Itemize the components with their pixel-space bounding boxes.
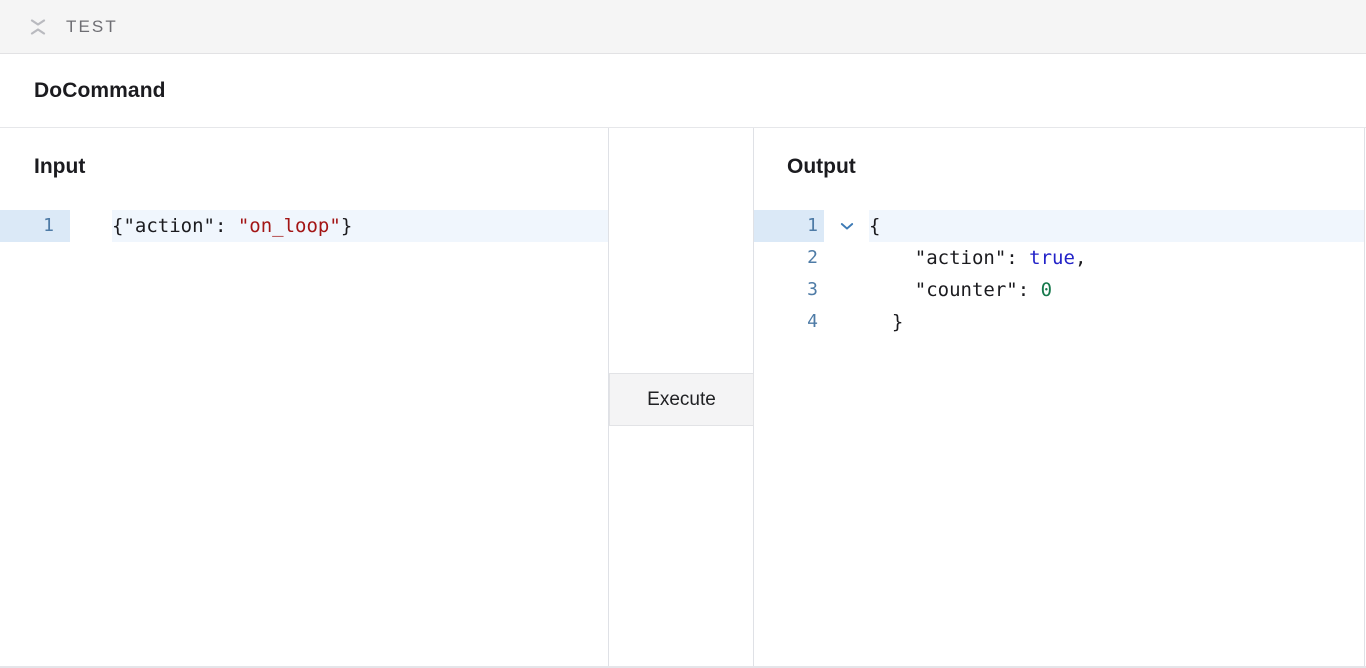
fold-spacer xyxy=(824,242,869,274)
page-title: DoCommand xyxy=(34,78,166,102)
code-line[interactable]: 1 {"action": "on_loop"} xyxy=(0,210,608,242)
code-text: "counter": 0 xyxy=(869,274,1364,306)
token-punc: , xyxy=(1074,247,1087,269)
token-punc: : xyxy=(1006,247,1030,269)
code-text: { xyxy=(869,210,1364,242)
code-line[interactable]: 3 "counter": 0 xyxy=(754,274,1364,306)
token-num: 0 xyxy=(1040,279,1053,301)
chevron-down-icon[interactable] xyxy=(840,222,854,231)
output-panel: Output 1{2 "action": true,3 "counter": 0… xyxy=(754,128,1365,668)
token-punc: { xyxy=(112,215,124,237)
code-text: } xyxy=(869,306,1364,338)
execute-button[interactable]: Execute xyxy=(609,373,754,426)
fold-spacer xyxy=(70,210,112,242)
actions-column: Execute xyxy=(609,128,754,668)
command-title-bar: DoCommand xyxy=(0,54,1366,128)
line-number: 1 xyxy=(754,210,824,242)
line-number: 4 xyxy=(807,311,818,332)
collapse-chevrons-icon[interactable] xyxy=(27,15,49,39)
code-line[interactable]: 4 } xyxy=(754,306,1364,338)
token-key: "counter" xyxy=(914,279,1018,301)
token-key: "action" xyxy=(123,215,215,237)
token-punc: } xyxy=(869,311,904,333)
token-key: "action" xyxy=(914,247,1007,269)
input-code-editor[interactable]: 1 {"action": "on_loop"} xyxy=(0,210,608,242)
token-punc: : xyxy=(1017,279,1041,301)
token-punc xyxy=(869,279,915,301)
line-number: 3 xyxy=(807,279,818,300)
code-line[interactable]: 2 "action": true, xyxy=(754,242,1364,274)
bottom-divider xyxy=(0,666,1366,668)
token-bool: true xyxy=(1029,247,1075,269)
fold-spacer xyxy=(824,274,869,306)
line-number: 1 xyxy=(0,210,70,242)
input-heading: Input xyxy=(34,155,86,178)
code-text: {"action": "on_loop"} xyxy=(112,210,608,242)
line-number: 2 xyxy=(807,247,818,268)
token-punc: } xyxy=(340,215,353,237)
output-heading: Output xyxy=(787,155,856,178)
input-panel: Input 1 {"action": "on_loop"} xyxy=(0,128,609,668)
token-punc: { xyxy=(869,215,881,237)
token-punc: : xyxy=(214,215,238,237)
test-header-bar: TEST xyxy=(0,0,1366,54)
token-punc xyxy=(869,247,915,269)
fold-spacer xyxy=(824,306,869,338)
code-text: "action": true, xyxy=(869,242,1364,274)
code-line[interactable]: 1{ xyxy=(754,210,1364,242)
test-label: TEST xyxy=(66,17,118,36)
panels-container: Input 1{"action": "on_loop"} Execute Out… xyxy=(0,128,1366,668)
fold-toggle[interactable] xyxy=(824,210,869,242)
token-string: "on_loop" xyxy=(237,215,341,237)
